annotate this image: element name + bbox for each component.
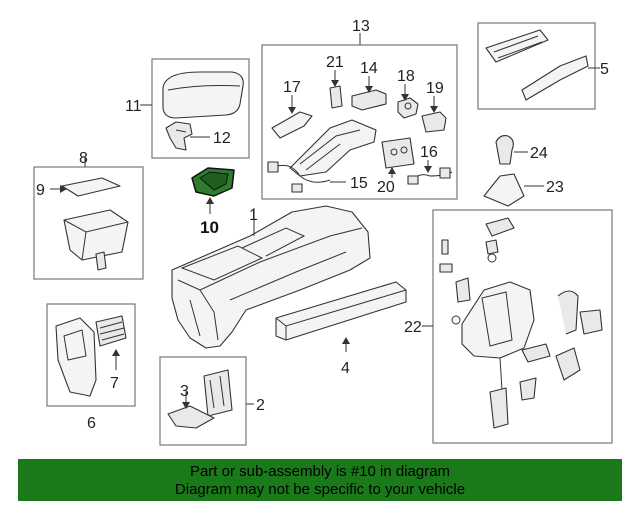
label-6: 6 [87,415,96,432]
label-16: 16 [420,144,438,161]
side-trim-4[interactable] [275,281,407,341]
label-19: 19 [426,80,444,97]
label-21: 21 [326,54,344,71]
banner-line-2: Diagram may not be specific to your vehi… [174,481,466,498]
bracket-2[interactable] [203,369,233,417]
label-10: 10 [200,218,219,237]
label-5: 5 [600,61,609,78]
label-7: 7 [110,375,119,392]
connector-21[interactable] [329,85,343,109]
trim-panel-17[interactable] [271,111,313,139]
label-13: 13 [352,18,370,35]
mat-9[interactable] [61,177,121,197]
label-22: 22 [404,319,422,336]
label-1: 1 [249,207,258,224]
switch-14[interactable] [351,89,387,111]
label-24: 24 [530,145,548,162]
rear-vent-7[interactable] [95,315,127,347]
label-8: 8 [79,150,88,167]
label-3: 3 [180,383,189,400]
label-14: 14 [360,60,378,77]
vent-grille-5[interactable] [485,29,589,101]
group-box-6 [46,303,136,407]
harness-16[interactable] [407,167,453,185]
switch-panel-20[interactable] [381,137,415,169]
group-box-5 [477,22,596,110]
label-2: 2 [256,397,265,414]
label-4: 4 [341,360,350,377]
rear-panel-6[interactable] [55,317,97,397]
center-console-1[interactable] [171,205,371,349]
console-panel-13[interactable] [289,119,377,177]
shift-boot-23[interactable] [483,173,525,207]
lid-hinge-part[interactable] [165,121,193,151]
shifter-small-parts[interactable] [439,217,603,401]
label-12: 12 [213,130,231,147]
shifter-assembly-22[interactable] [461,281,535,429]
group-box-8 [33,166,144,280]
harness-15[interactable] [267,161,331,193]
label-20: 20 [377,179,395,196]
label-18: 18 [397,68,415,85]
armrest-lid-part[interactable] [162,71,244,119]
label-23: 23 [546,179,564,196]
usb-port-19[interactable] [421,111,447,133]
label-11: 11 [125,98,142,115]
storage-box-8[interactable] [63,209,129,271]
socket-18[interactable] [397,97,419,119]
group-box-11 [151,58,250,159]
shift-knob-24[interactable] [495,135,514,165]
label-17: 17 [283,79,301,96]
label-15: 15 [350,175,368,192]
group-box-2 [159,356,247,446]
label-9: 9 [36,182,45,199]
banner-line-1: Part or sub-assembly is #10 in diagram [189,463,451,480]
info-banner: Part or sub-assembly is #10 in diagram D… [18,459,622,501]
tray-10-highlighted[interactable] [191,167,235,197]
